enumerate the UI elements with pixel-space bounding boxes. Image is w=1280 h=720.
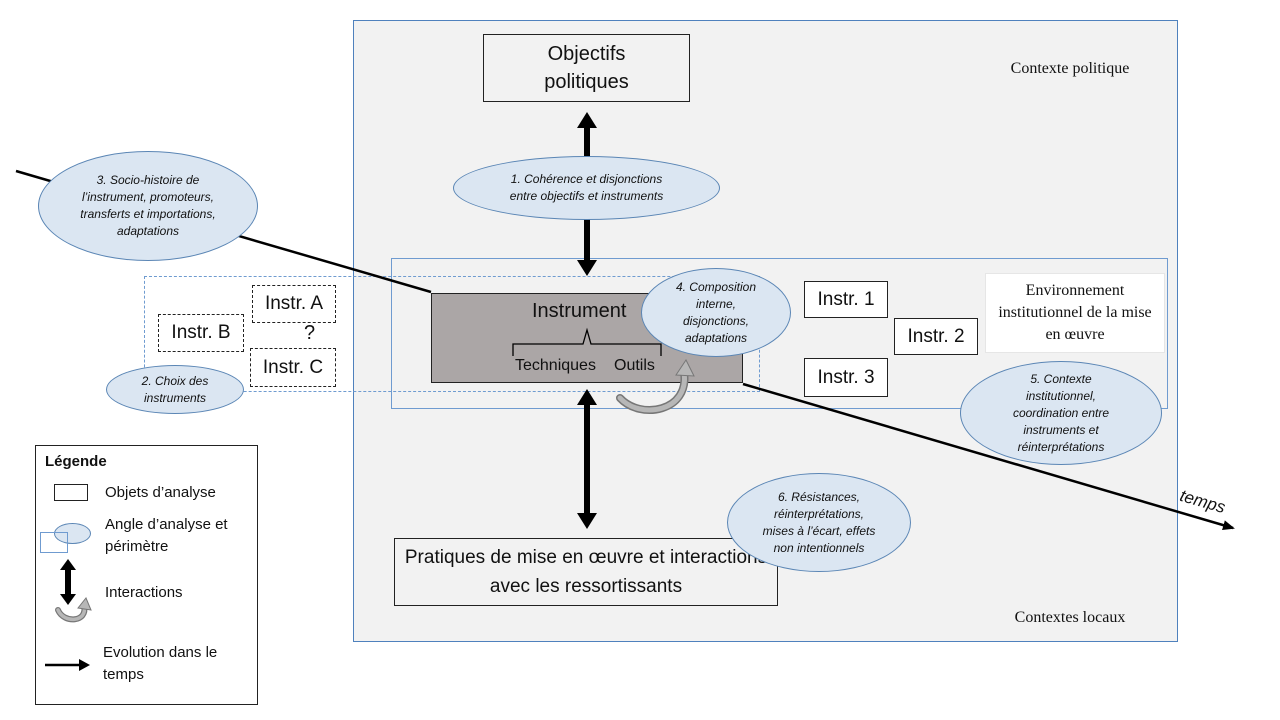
- policy-objectives-box: Objectifs politiques: [483, 34, 690, 102]
- legend-title: Légende: [45, 453, 107, 470]
- local-contexts-label: Contextes locaux: [1014, 609, 1126, 626]
- angle-5-label: 5. Contexte institutionnel, coordination…: [1012, 371, 1110, 454]
- angle-6-label: 6. Résistances, réinterprétations, mises…: [762, 489, 876, 555]
- instrument-3-box: Instr. 3: [804, 358, 888, 397]
- question-mark: ?: [304, 322, 316, 344]
- instrument-c-box: Instr. C: [250, 348, 336, 387]
- angle-4-composition-ellipse: 4. Composition interne, disjonctions, ad…: [641, 268, 791, 357]
- institutional-environment-box: Environnement institutionnel de la mise …: [985, 273, 1165, 353]
- instrument-2-box: Instr. 2: [894, 318, 978, 355]
- legend-angle-label: Angle d’analyse et périmètre: [105, 516, 228, 555]
- legend-box: Légende Objets d’analyse Angle d’analyse…: [35, 445, 258, 705]
- interaction-arrow-bottom: [577, 389, 597, 529]
- legend-evolution-arrow-icon: [45, 659, 90, 671]
- implementation-practices-label: Pratiques de mise en œuvre et interactio…: [404, 547, 768, 597]
- legend-perimeter-swatch: [40, 532, 68, 553]
- implementation-environment-panel: [391, 258, 1168, 409]
- political-context-label: Contexte politique: [1010, 60, 1130, 77]
- angle-1-label: 1. Cohérence et disjonctions entre objec…: [509, 172, 664, 203]
- policy-objectives-label: Objectifs politiques: [544, 43, 629, 93]
- angle-6-resistances-ellipse: 6. Résistances, réinterprétations, mises…: [727, 473, 911, 572]
- techniques-label: Techniques: [515, 357, 596, 374]
- instrument-b-box: Instr. B: [158, 314, 244, 352]
- instrument-a-box: Instr. A: [252, 285, 336, 323]
- angle-3-socio-history-ellipse: 3. Socio-histoire de l’instrument, promo…: [38, 151, 258, 261]
- angle-4-label: 4. Composition interne, disjonctions, ad…: [675, 279, 757, 345]
- institutional-environment-label: Environnement institutionnel de la mise …: [998, 282, 1152, 343]
- legend-object-swatch: [54, 484, 88, 501]
- angle-2-label: 2. Choix des instruments: [141, 373, 209, 405]
- legend-evolution-label: Evolution dans le temps: [103, 644, 218, 683]
- legend-interactions-label: Interactions: [105, 584, 183, 601]
- instrument-1-box: Instr. 1: [804, 281, 888, 318]
- angle-5-institutional-ellipse: 5. Contexte institutionnel, coordination…: [960, 361, 1162, 465]
- legend-angle-ellipse-swatch: [54, 523, 91, 544]
- curved-adaptation-arrow: [616, 359, 695, 414]
- instrument-label: Instrument: [532, 300, 627, 322]
- time-line-right: [742, 382, 1235, 530]
- angle-1-coherence-ellipse: 1. Cohérence et disjonctions entre objec…: [453, 156, 720, 220]
- outils-label: Outils: [614, 357, 655, 374]
- legend-interaction-icons: [55, 559, 92, 623]
- legend-objects-label: Objets d’analyse: [105, 484, 216, 501]
- angle-2-choice-ellipse: 2. Choix des instruments: [106, 365, 244, 414]
- angle-3-label: 3. Socio-histoire de l’instrument, promo…: [80, 173, 216, 238]
- instrument-brace: [512, 327, 662, 356]
- implementation-practices-box: Pratiques de mise en œuvre et interactio…: [394, 538, 778, 606]
